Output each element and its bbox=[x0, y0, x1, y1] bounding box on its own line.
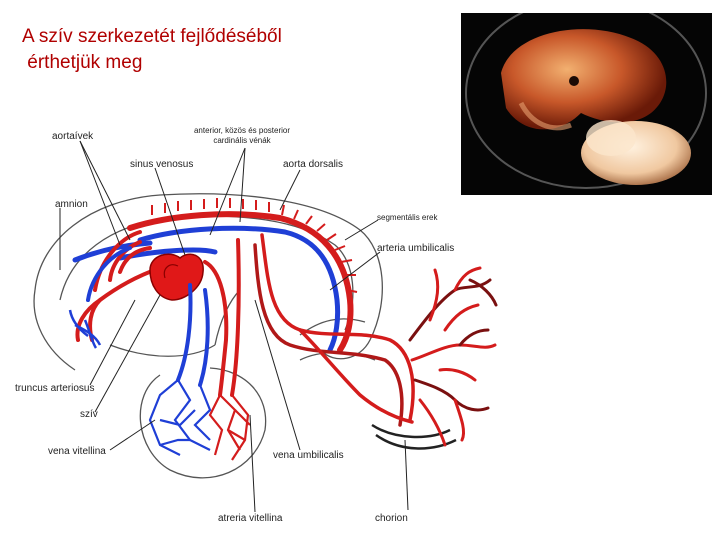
heart bbox=[149, 253, 204, 301]
leader-lines bbox=[59, 140, 409, 513]
label-chorion: chorion bbox=[375, 513, 408, 524]
embryo-photo bbox=[461, 0, 712, 195]
truncus-arteriosus-vessel bbox=[75, 266, 162, 342]
label-cardinal-veins-line-2: cardinális vénák bbox=[213, 136, 271, 145]
label-segmentalis-erek: segmentális erek bbox=[377, 213, 438, 222]
vitelline-vessels bbox=[176, 238, 241, 397]
label-amnion: amnion bbox=[55, 199, 88, 210]
umbilical-stalk bbox=[586, 120, 636, 156]
segmental-vessels bbox=[151, 198, 358, 293]
embryo-eye bbox=[569, 76, 579, 86]
label-truncus-arteriosus: truncus arteriosus bbox=[15, 383, 95, 394]
label-vena-vitellina: vena vitellina bbox=[48, 446, 106, 457]
slide-title-line-2: érthetjük meg bbox=[22, 52, 143, 73]
embryo-outline bbox=[33, 193, 457, 479]
label-arteria-umbilicalis: arteria umbilicalis bbox=[377, 243, 455, 254]
vitelline-network bbox=[148, 379, 251, 461]
label-aorta-dorsalis: aorta dorsalis bbox=[283, 159, 344, 170]
label-aortaivek: aortaívek bbox=[52, 131, 94, 142]
slide-title: A szív szerkezetét fejlődéséből érthetjü… bbox=[22, 24, 282, 76]
label-sziv: szív bbox=[80, 409, 98, 420]
label-cardinal-veins-line-1: anterior, közös és posterior bbox=[193, 126, 291, 135]
umbilical-vessels bbox=[253, 233, 415, 427]
aorta-dorsalis-vessel bbox=[127, 211, 354, 353]
embryo-limb-bud bbox=[518, 101, 572, 131]
label-vena-umbilicalis: vena umbilicalis bbox=[273, 450, 344, 461]
embryo-body bbox=[501, 29, 667, 130]
aortic-arches bbox=[86, 230, 152, 302]
label-cardinal-veins: anterior, közös és posterior cardinális … bbox=[182, 126, 302, 146]
chorionic-villi bbox=[408, 266, 498, 447]
amnion-membrane bbox=[465, 0, 707, 189]
label-atreria-vitellina: atreria vitellina bbox=[218, 513, 283, 524]
label-sinus-venosus: sinus venosus bbox=[130, 159, 194, 170]
slide-title-line-1: A szív szerkezetét fejlődéséből bbox=[22, 26, 282, 47]
embryo-photo-drawing bbox=[465, 0, 707, 189]
head-venous-plexus bbox=[68, 309, 102, 349]
